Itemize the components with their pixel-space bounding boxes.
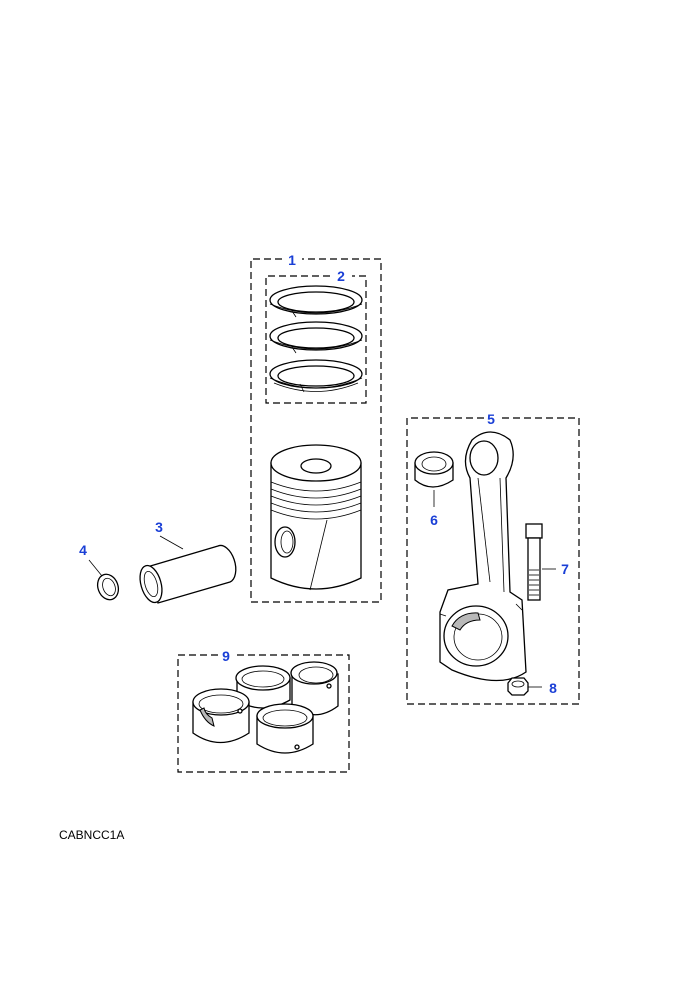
bearing-shell-back-left	[235, 665, 291, 709]
piston-ring-top	[269, 285, 363, 318]
bearing-shells-group	[177, 654, 350, 773]
figure-code: CABNCC1A	[59, 828, 125, 842]
bearing-shell-front-left	[192, 688, 250, 744]
piston-ring-oil	[269, 359, 363, 393]
callout-2: 2	[337, 268, 345, 284]
callout-9: 9	[222, 648, 230, 664]
piston-ring-middle	[269, 321, 363, 354]
piston	[270, 444, 362, 591]
callout-1: 1	[288, 252, 296, 268]
bearing-shell-back-right	[290, 661, 339, 716]
big-end-bolt	[525, 523, 556, 601]
callout-labels: 1 2 3 4 5 6 7 8 9	[79, 252, 569, 696]
big-end-nut	[507, 677, 542, 696]
callout-6: 6	[430, 512, 438, 528]
bearing-shells	[192, 661, 339, 754]
callout-7: 7	[561, 561, 569, 577]
callout-4: 4	[79, 542, 87, 558]
piston-assembly-group	[250, 258, 382, 603]
piston-rings	[269, 285, 363, 393]
callout-3: 3	[155, 519, 163, 535]
gudgeon-pin	[139, 535, 237, 604]
bearing-shell-front-right	[256, 703, 314, 754]
circlip	[88, 559, 120, 601]
callout-5: 5	[487, 411, 495, 427]
callout-8: 8	[549, 680, 557, 696]
connecting-rod	[439, 431, 527, 682]
small-end-bush	[414, 451, 454, 507]
